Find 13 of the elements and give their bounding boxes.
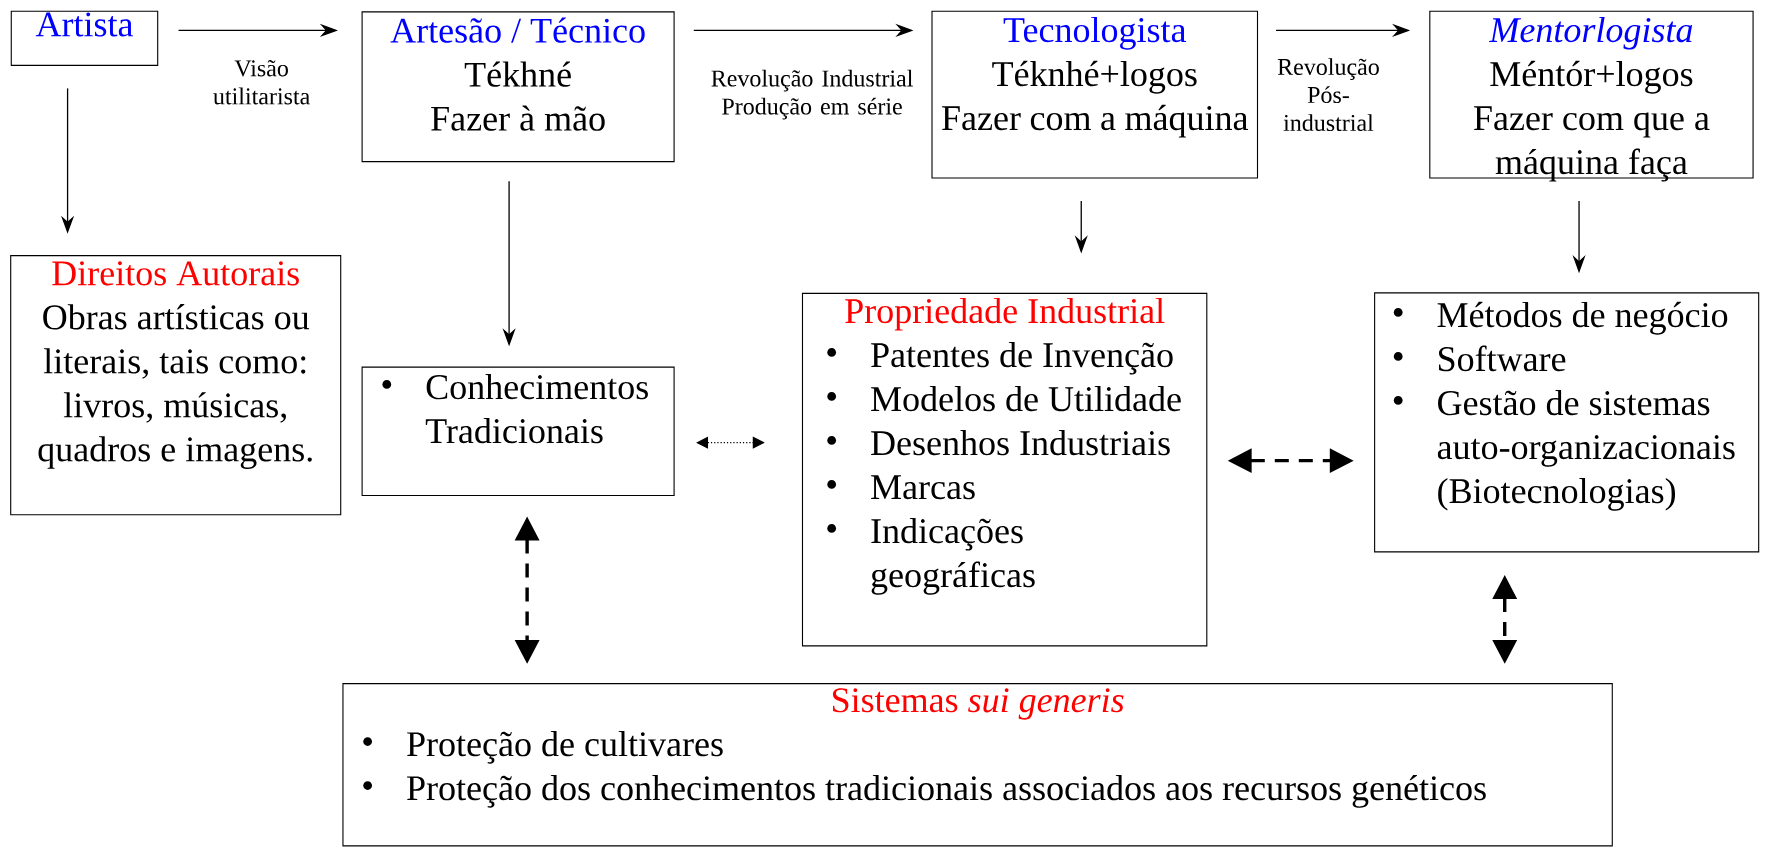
concept-box: Conhecimentos Tradicionais: [361, 366, 675, 497]
edge-label: Revolução Pós-industrial: [1265, 57, 1392, 133]
concept-box: Sistemas sui generis Proteção de cultivares Proteção dos conhecimentos tradicionais associados aos recursos genéticos: [342, 683, 1613, 847]
concept-box: Artesão / Técnico Tékhné Fazer à mão: [361, 11, 675, 163]
arrow: [696, 436, 765, 449]
concept-box: Direitos Autorais Obras artísticas ou literais, tais como: livros, músicas, quadros e imagens.: [10, 255, 342, 516]
concept-box: Propriedade Industrial Patentes de Invenção Modelos de Utilidade Desenhos Industriais Marcas Indicações geográficas: [801, 292, 1208, 647]
concept-box: Mentorlogista Méntór+logos Fazer com que a máquina faça: [1429, 10, 1754, 182]
concept-box: Artista: [10, 10, 159, 66]
concept-box: Métodos de negócio Software Gestão de sistemas auto-organizacionais (Biotecnologias): [1374, 292, 1760, 553]
concept-box: Tecnologista Téknhé+logos Fazer com a máquina: [931, 10, 1259, 179]
edge-label: Visão utilitarista: [198, 59, 325, 106]
edge-label: Revolução Industrial Produção em série: [704, 68, 921, 121]
